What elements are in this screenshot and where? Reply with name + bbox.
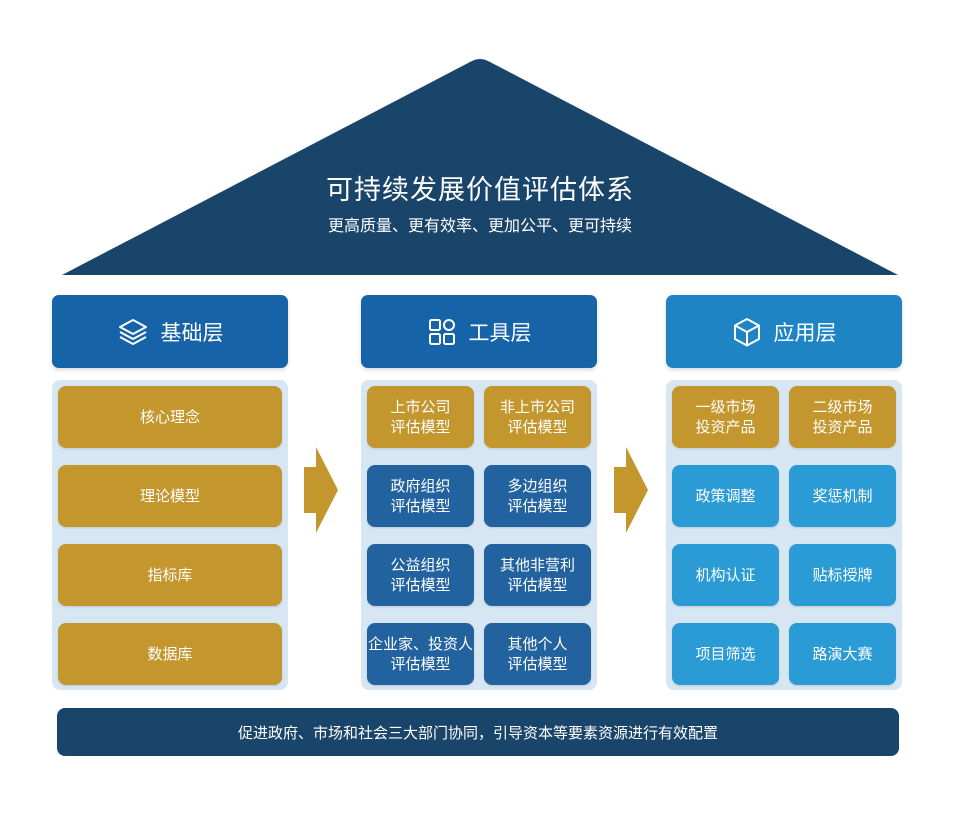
card-database: 数据库 [58,623,282,685]
card-labeling: 贴标授牌 [789,544,896,606]
card-unlisted-company-model: 非上市公司评估模型 [484,386,591,448]
card-core-concept: 核心理念 [58,386,282,448]
header-label: 工具层 [468,320,532,345]
panel-foundation-layer: 核心理念 理论模型 指标库 数据库 [52,380,288,690]
card-secondary-market-products: 二级市场投资产品 [789,386,896,448]
header-label: 基础层 [160,320,224,345]
card-government-model: 政府组织评估模型 [367,465,474,527]
card-reward-penalty: 奖惩机制 [789,465,896,527]
card-entrepreneur-investor-model: 企业家、投资人评估模型 [367,623,474,685]
header-label: 应用层 [773,320,837,345]
panel-tool-layer: 上市公司评估模型 非上市公司评估模型 政府组织评估模型 多边组织评估模型 公益组… [361,380,597,690]
card-certification: 机构认证 [672,544,779,606]
card-listed-company-model: 上市公司评估模型 [367,386,474,448]
card-primary-market-products: 一级市场投资产品 [672,386,779,448]
card-policy-adjustment: 政策调整 [672,465,779,527]
card-theory-model: 理论模型 [58,465,282,527]
right-arrow-icon [614,447,648,533]
card-charity-model: 公益组织评估模型 [367,544,474,606]
grid-icon [428,318,455,345]
card-project-screening: 项目筛选 [672,623,779,685]
card-indicator-library: 指标库 [58,544,282,606]
header-application-layer: 应用层 [666,295,902,368]
layers-icon [118,318,147,345]
card-multilateral-model: 多边组织评估模型 [484,465,591,527]
panel-application-layer: 一级市场投资产品 二级市场投资产品 政策调整 奖惩机制 机构认证 贴标授牌 项目… [666,380,902,690]
diagram-title: 可持续发展价值评估体系 [326,175,634,206]
diagram-subtitle: 更高质量、更有效率、更加公平、更可持续 [327,216,632,235]
card-other-individual-model: 其他个人评估模型 [484,623,591,685]
header-tool-layer: 工具层 [361,295,597,368]
right-arrow-icon [304,447,338,533]
roof-triangle [62,59,898,275]
cube-icon [733,317,760,346]
card-roadshow-contest: 路演大赛 [789,623,896,685]
foundation-bar: 促进政府、市场和社会三大部门协同，引导资本等要素资源进行有效配置 [57,708,899,756]
header-foundation-layer: 基础层 [52,295,288,368]
card-other-nonprofit-model: 其他非营利评估模型 [484,544,591,606]
